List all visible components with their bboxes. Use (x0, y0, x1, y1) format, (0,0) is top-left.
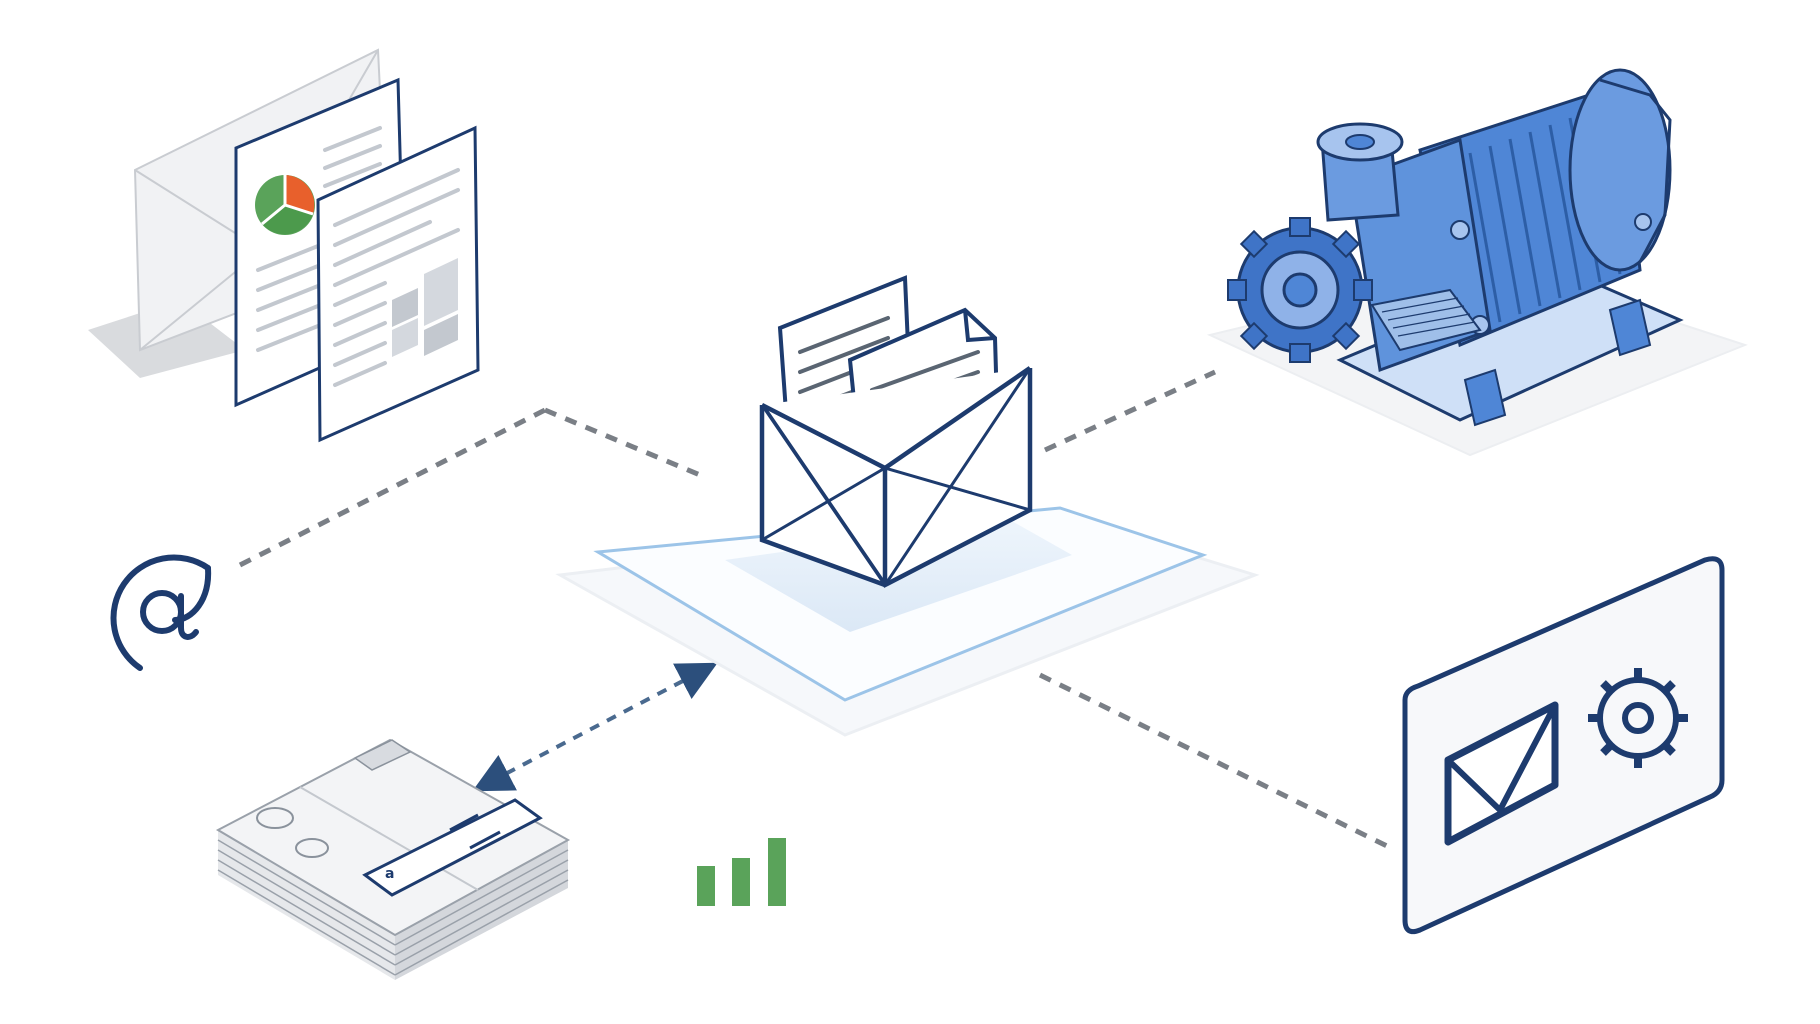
mail-gear-panel-icon (1402, 556, 1725, 935)
connector-hub-parcels-arrow (472, 662, 718, 792)
connector-hub-to-machinery (1043, 369, 1217, 453)
industrial-pump-motor-icon (1206, 68, 1748, 457)
mail-inbox-icon (759, 275, 1033, 588)
envelope-icon (1444, 701, 1559, 846)
gear-wheel (1227, 217, 1373, 363)
shipping-label-glyph: a (385, 866, 394, 882)
documents-with-pie-chart-icon (88, 48, 480, 443)
connector-documents-to-hub (544, 407, 701, 478)
shipping-label: a (362, 798, 543, 897)
at-sign-icon (110, 554, 212, 671)
connector-hub-to-mail-settings (1038, 672, 1397, 853)
settings-gear-icon (1588, 668, 1688, 768)
pie-chart-icon (255, 175, 315, 235)
connector-at-sign-to-hub (238, 407, 547, 568)
parcel-stack-icon: a (215, 738, 571, 980)
bar-chart-icon (697, 838, 786, 906)
